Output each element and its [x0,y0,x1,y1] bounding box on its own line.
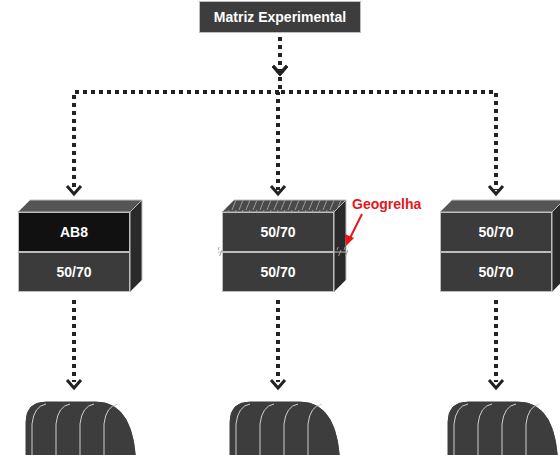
title-box: Matriz Experimental [199,1,361,33]
geogrid-leader [345,214,362,246]
node-text: 50/70 [260,264,295,280]
node-text: Matriz Experimental [214,9,346,25]
top-face [440,200,560,212]
side-face [552,200,560,292]
layer-box: 50/70 [222,252,334,292]
layer-box: 50/70 [440,252,552,292]
geogrid-hatch [222,200,346,212]
specimen [26,402,136,455]
node-text: AB8 [60,224,88,240]
arrow-head [271,380,285,388]
callout-label: Geogrelha [350,196,423,212]
layer-box: 50/70 [18,252,130,292]
layer-box: 50/70 [222,212,334,252]
arrow-head [489,380,503,388]
top-face [18,200,142,212]
layer-box: 50/70 [440,212,552,252]
dotted-arrow [72,300,76,382]
dotted-arrow [276,300,280,382]
arrow-head [67,380,81,388]
side-face [334,200,346,292]
node-text: 50/70 [56,264,91,280]
layer-box: AB8 [18,212,130,252]
dotted-connector [67,37,287,194]
specimen [230,402,340,455]
dotted-connector [271,37,287,194]
dotted-arrow [494,300,498,382]
top-face [222,200,346,212]
specimen [448,402,558,455]
node-text: 50/70 [260,224,295,240]
node-text: 50/70 [478,224,513,240]
side-face [130,200,142,292]
dotted-connector [273,37,503,194]
node-text: 50/70 [478,264,513,280]
